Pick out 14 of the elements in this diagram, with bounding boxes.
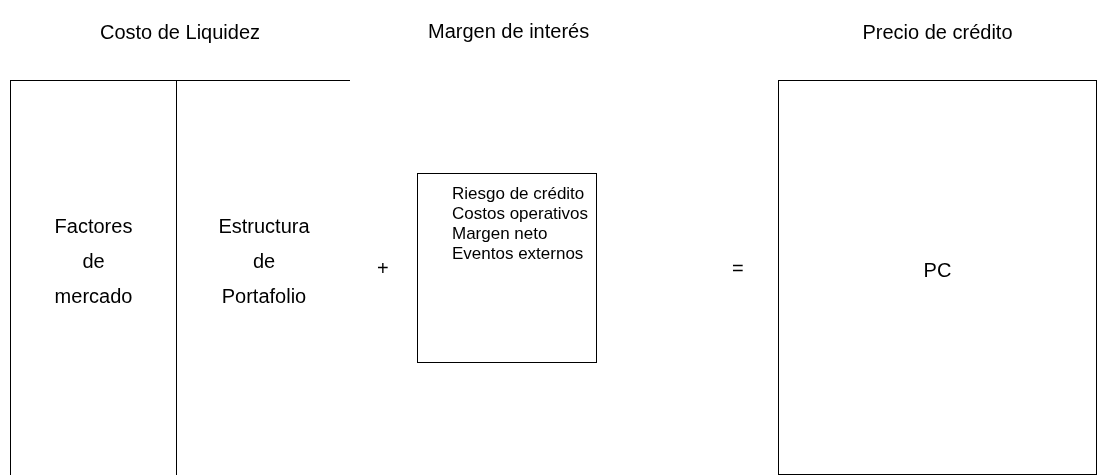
list-item: Eventos externos <box>452 244 585 264</box>
operator-sign: = <box>732 257 744 280</box>
cell-text: Estructura de Portafolio <box>217 214 311 309</box>
operator-sign: + <box>377 257 389 280</box>
list-item: Costos operativos <box>452 204 589 224</box>
column-box <box>176 81 351 475</box>
cell-text: Factores de mercado <box>53 214 134 309</box>
column-heading: Costo de Liquidez <box>98 21 262 44</box>
column-heading: Precio de crédito <box>861 21 1014 44</box>
component-box <box>417 173 597 363</box>
list-item: Riesgo de crédito <box>452 184 586 204</box>
result-text: PC <box>922 258 953 283</box>
column-heading: Margen de interés <box>428 20 590 43</box>
list-item: Margen neto <box>452 224 549 244</box>
